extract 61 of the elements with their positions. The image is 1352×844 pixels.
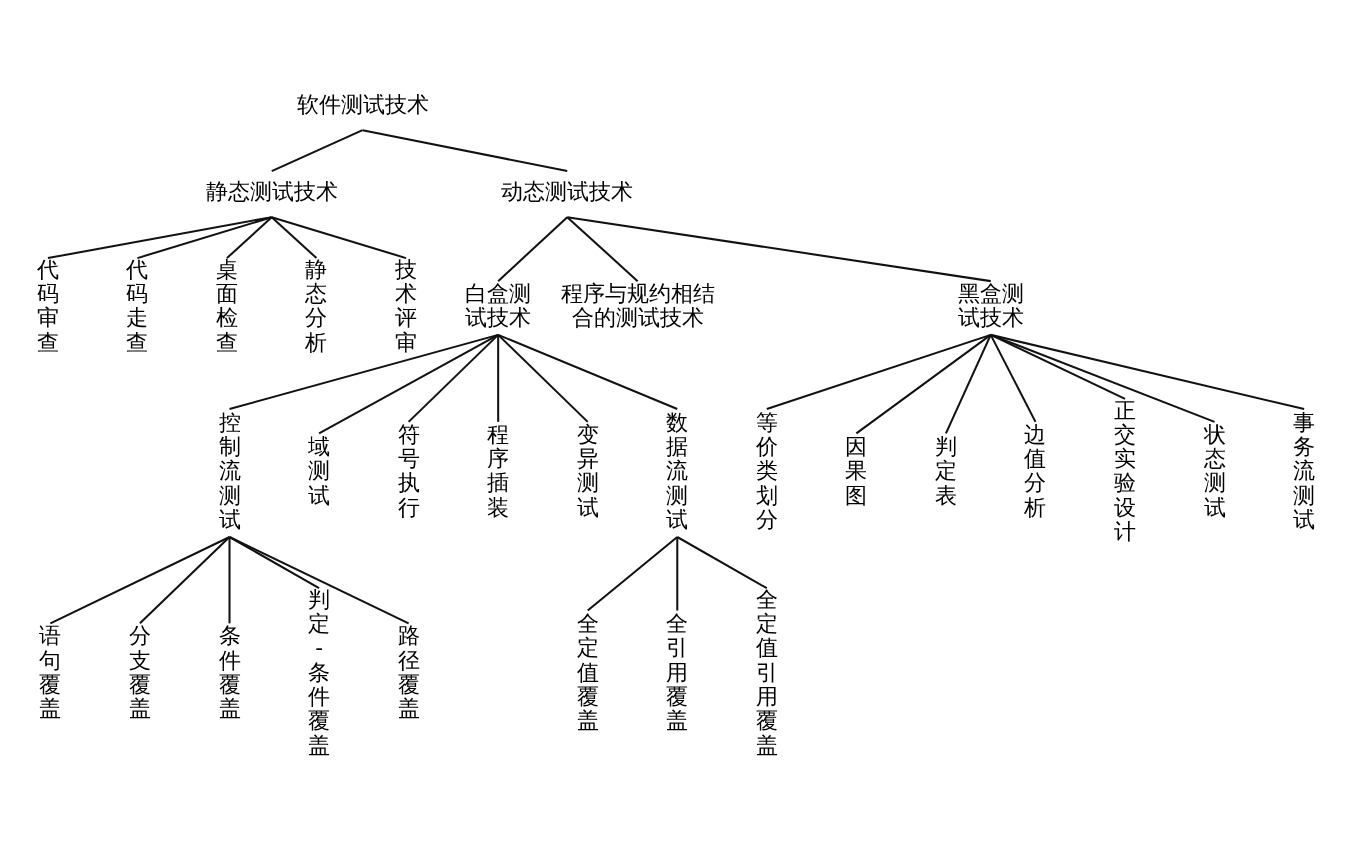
- node-text: 符号执行: [397, 421, 420, 520]
- connector: [362, 128, 568, 172]
- connector: [676, 535, 768, 589]
- node-text: 判定表: [934, 433, 957, 508]
- connector: [766, 333, 992, 410]
- node-text: 路径覆盖: [397, 622, 420, 721]
- connector: [990, 333, 1305, 410]
- node-text: 代码审查: [36, 256, 59, 355]
- connector: [318, 333, 499, 434]
- connector: [566, 215, 639, 282]
- connector: [47, 215, 272, 259]
- node-text: 软件测试技术: [296, 91, 429, 117]
- node-text: 桌面检查: [215, 256, 238, 355]
- node-text: 全定值覆盖: [576, 610, 599, 733]
- connector: [229, 535, 410, 624]
- node-text: 静态测试技术: [205, 178, 338, 204]
- node-text: 语句覆盖: [39, 622, 62, 721]
- connector: [228, 536, 231, 623]
- connector: [989, 333, 1037, 422]
- node-text: 技术评审: [395, 256, 418, 355]
- connector: [229, 333, 499, 410]
- node-text: 判定-条件覆盖: [308, 586, 331, 758]
- node-text: 条件覆盖: [218, 622, 241, 721]
- node-text: 因果图: [845, 433, 868, 508]
- node-text: 程序插装: [487, 421, 510, 520]
- connector: [855, 333, 992, 434]
- connector: [945, 333, 992, 434]
- connector: [497, 333, 589, 423]
- node-text: 状态测试: [1203, 421, 1226, 520]
- node-text: 程序与规约相结合的测试技术: [560, 280, 715, 330]
- node-text: 白盒测试技术: [465, 280, 532, 330]
- node-text: 分支覆盖: [128, 622, 151, 721]
- node-text: 静态分析: [305, 256, 328, 355]
- connector: [497, 334, 500, 422]
- connector: [271, 215, 318, 259]
- node-text: 全引用覆盖: [666, 610, 689, 733]
- node-text: 动态测试技术: [501, 178, 634, 204]
- connector: [587, 535, 678, 611]
- connector: [990, 333, 1215, 423]
- connector: [567, 215, 991, 282]
- node-text: 变异测试: [576, 421, 599, 520]
- connector: [271, 215, 407, 259]
- connector: [271, 128, 363, 172]
- connector: [407, 333, 499, 423]
- node-text: 域测试: [308, 433, 331, 508]
- connector: [676, 536, 679, 611]
- node-text: 事务流测试: [1293, 409, 1316, 532]
- node-text: 全定值引用覆盖: [755, 586, 778, 758]
- connector: [497, 333, 678, 410]
- connector: [226, 215, 273, 259]
- connector: [137, 215, 273, 259]
- connector: [139, 535, 231, 624]
- connector: [497, 215, 568, 282]
- node-text: 等价类划分: [755, 409, 778, 532]
- node-text: 代码走查: [126, 256, 149, 355]
- connector: [49, 535, 230, 624]
- node-text: 控制流测试: [218, 409, 241, 532]
- node-text: 正交实验设计: [1114, 397, 1137, 544]
- node-text: 黑盒测试技术: [957, 280, 1024, 330]
- node-text: 边值分析: [1024, 421, 1047, 520]
- node-text: 数据流测试: [666, 409, 689, 532]
